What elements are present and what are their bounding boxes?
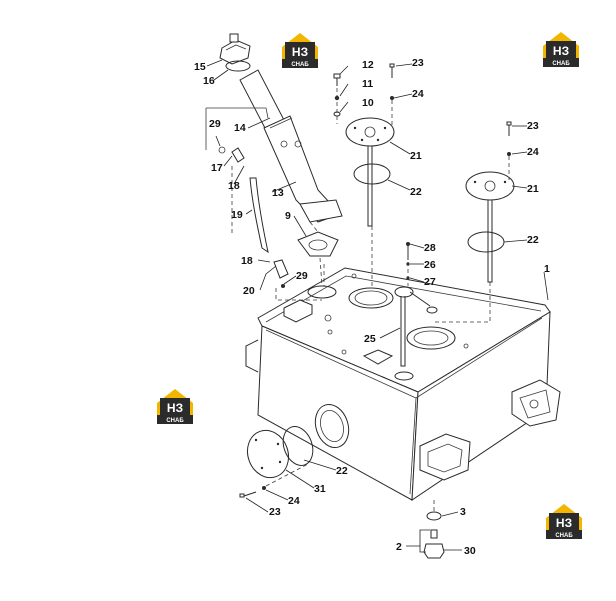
o-ring-side — [282, 426, 314, 466]
svg-text:НЗ: НЗ — [556, 516, 572, 530]
svg-text:НЗ: НЗ — [292, 45, 308, 59]
brand-logo-top-right: НЗ СНАБ — [543, 32, 579, 67]
callout-21-left: 21 — [410, 150, 422, 162]
screw-23-side — [239, 486, 266, 498]
callout-23-side: 23 — [269, 506, 281, 518]
svg-text:СНАБ: СНАБ — [291, 62, 309, 68]
svg-text:СНАБ: СНАБ — [552, 61, 570, 67]
sender-unit-left — [345, 117, 395, 227]
callout-13: 13 — [272, 187, 284, 199]
callout-9: 9 — [285, 210, 291, 222]
screw-23-top — [389, 63, 395, 100]
svg-text:НЗ: НЗ — [553, 44, 569, 58]
callout-22-side: 22 — [336, 465, 348, 477]
brand-logo-left: НЗ СНАБ — [157, 389, 193, 424]
callout-29-top: 29 — [209, 118, 221, 130]
callout-26: 26 — [424, 259, 436, 271]
filler-pipe — [239, 69, 343, 223]
callout-22-right: 22 — [527, 234, 539, 246]
brand-logo-bottom-right: НЗ СНАБ — [546, 504, 582, 539]
cap-gasket — [225, 60, 251, 72]
callout-19: 19 — [231, 209, 243, 221]
screw-23-right — [506, 121, 512, 156]
callout-18-bottom: 18 — [241, 255, 253, 267]
brand-logo-top: НЗ СНАБ — [282, 33, 318, 68]
fuel-tank — [245, 267, 561, 501]
callout-10: 10 — [362, 97, 374, 109]
filler-cap — [219, 33, 251, 65]
callout-22-left: 22 — [410, 186, 422, 198]
sender-unit-right — [465, 171, 515, 283]
callout-31: 31 — [314, 483, 326, 495]
callout-12: 12 — [362, 59, 374, 71]
o-ring-right — [467, 231, 505, 253]
callout-1: 1 — [544, 263, 550, 275]
callout-3: 3 — [460, 506, 466, 518]
callout-21-right: 21 — [527, 183, 539, 195]
callout-18-top: 18 — [228, 180, 240, 192]
callout-24-right: 24 — [527, 146, 539, 158]
svg-text:СНАБ: СНАБ — [555, 533, 573, 539]
callout-27: 27 — [424, 276, 436, 288]
leader-lines — [206, 59, 549, 553]
callout-20: 20 — [243, 285, 255, 297]
svg-text:СНАБ: СНАБ — [166, 418, 184, 424]
callout-14: 14 — [234, 122, 246, 134]
drain-washer — [426, 511, 442, 521]
callout-16: 16 — [203, 75, 215, 87]
callout-labels: 15 16 12 11 10 23 24 23 24 14 29 17 18 2… — [194, 57, 550, 557]
o-ring-left — [353, 163, 391, 185]
callout-15: 15 — [194, 61, 206, 73]
level-sensor — [394, 242, 438, 367]
callout-23-top: 23 — [412, 57, 424, 69]
callout-28: 28 — [424, 242, 436, 254]
callout-24-side: 24 — [288, 495, 300, 507]
flange-gasket — [297, 231, 339, 257]
callout-17: 17 — [211, 162, 223, 174]
bolt-12 — [333, 73, 341, 86]
svg-text:НЗ: НЗ — [167, 401, 183, 415]
callout-23-right: 23 — [527, 120, 539, 132]
side-cover — [246, 429, 290, 479]
callout-25: 25 — [364, 333, 376, 345]
callout-11: 11 — [362, 78, 373, 90]
breather-hose — [218, 146, 289, 288]
callout-24-top: 24 — [412, 88, 424, 100]
callout-30: 30 — [464, 545, 476, 557]
callout-29-bottom: 29 — [296, 270, 308, 282]
callout-2: 2 — [396, 541, 402, 553]
drain-plug — [423, 529, 445, 559]
